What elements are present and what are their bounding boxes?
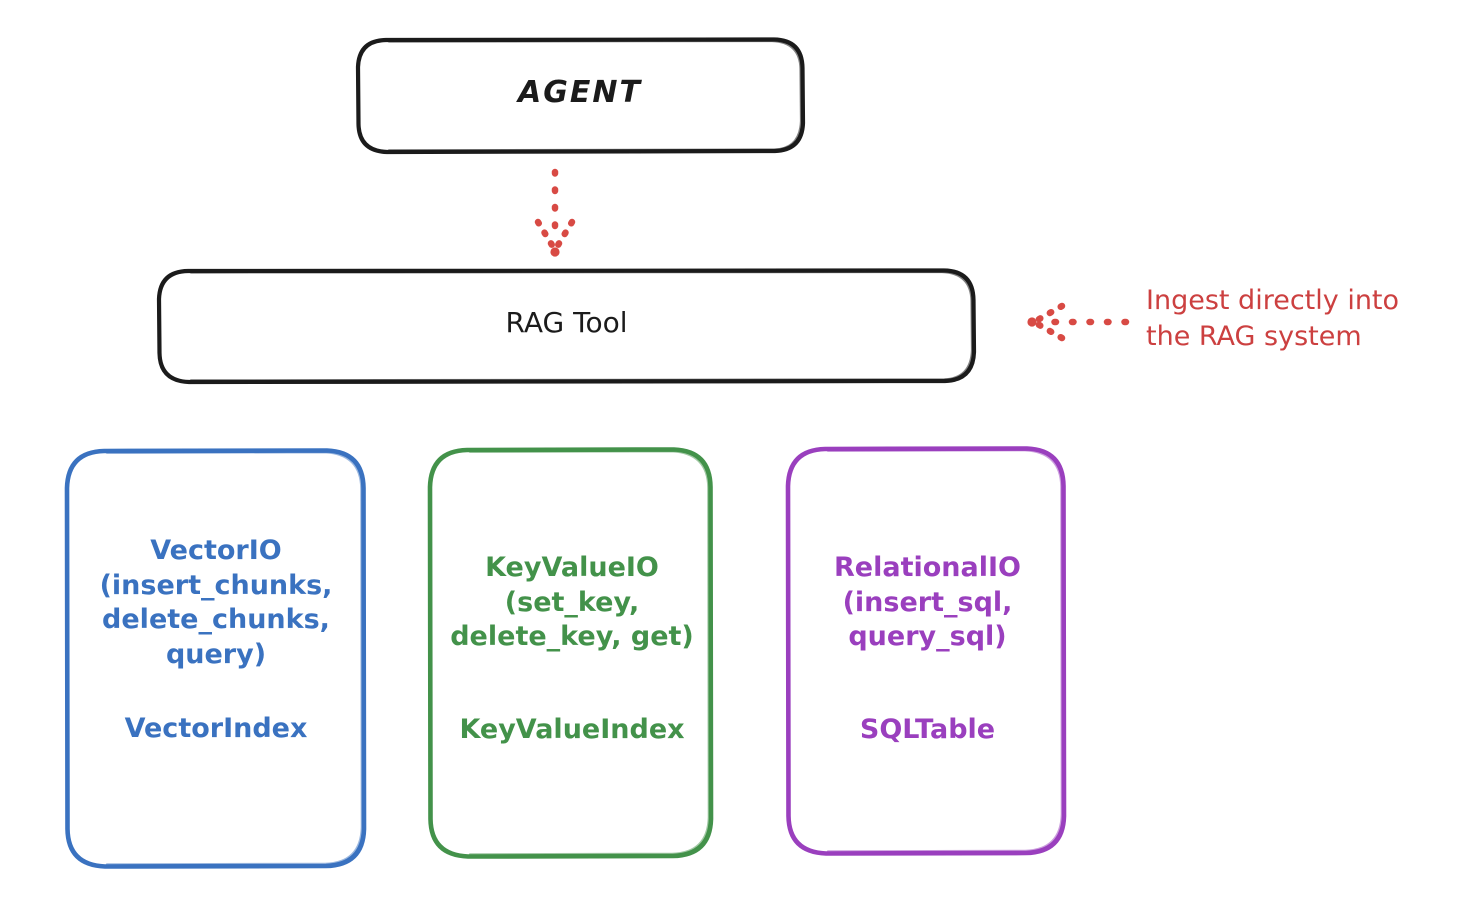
rag-tool-node[interactable]	[156, 268, 977, 385]
sql-table-label: SQLTable	[859, 714, 996, 745]
vector-box-outline	[64, 448, 367, 869]
keyvalue-io-api-label: KeyValueIO (set_key, delete_key, get)	[450, 552, 694, 653]
agent-box-outline	[355, 37, 806, 155]
vector-io-api-label: VectorIO (insert_chunks, delete_chunks, …	[99, 535, 333, 670]
ingest-connector-icon	[1027, 302, 1130, 342]
agent-label: AGENT	[518, 75, 642, 110]
vector-box-sketch-overlay	[105, 451, 363, 866]
vector-index-label: VectorIndex	[124, 713, 308, 744]
ingest-annotation-text: Ingest directly into the RAG system	[1146, 285, 1400, 352]
rag-tool-label: RAG Tool	[505, 306, 628, 339]
relational-box-outline	[785, 446, 1067, 856]
keyvalue-box-sketch-overlay	[468, 450, 710, 856]
vector-node[interactable]	[64, 448, 367, 869]
agent-box-sketch-overlay	[387, 39, 803, 152]
agent-node[interactable]	[355, 37, 806, 155]
agent-to-rag-connector-icon	[534, 168, 576, 257]
relational-node[interactable]	[785, 446, 1067, 856]
relational-box-sketch-overlay	[826, 449, 1063, 853]
relational-io-api-label: RelationalIO (insert_sql, query_sql)	[834, 552, 1021, 653]
keyvalue-box-outline	[427, 447, 714, 859]
keyvalue-node[interactable]	[427, 447, 714, 859]
keyvalue-index-label: KeyValueIndex	[459, 714, 685, 745]
rag-tool-box-outline	[156, 268, 977, 385]
rag-tool-box-sketch-overlay	[189, 270, 974, 382]
